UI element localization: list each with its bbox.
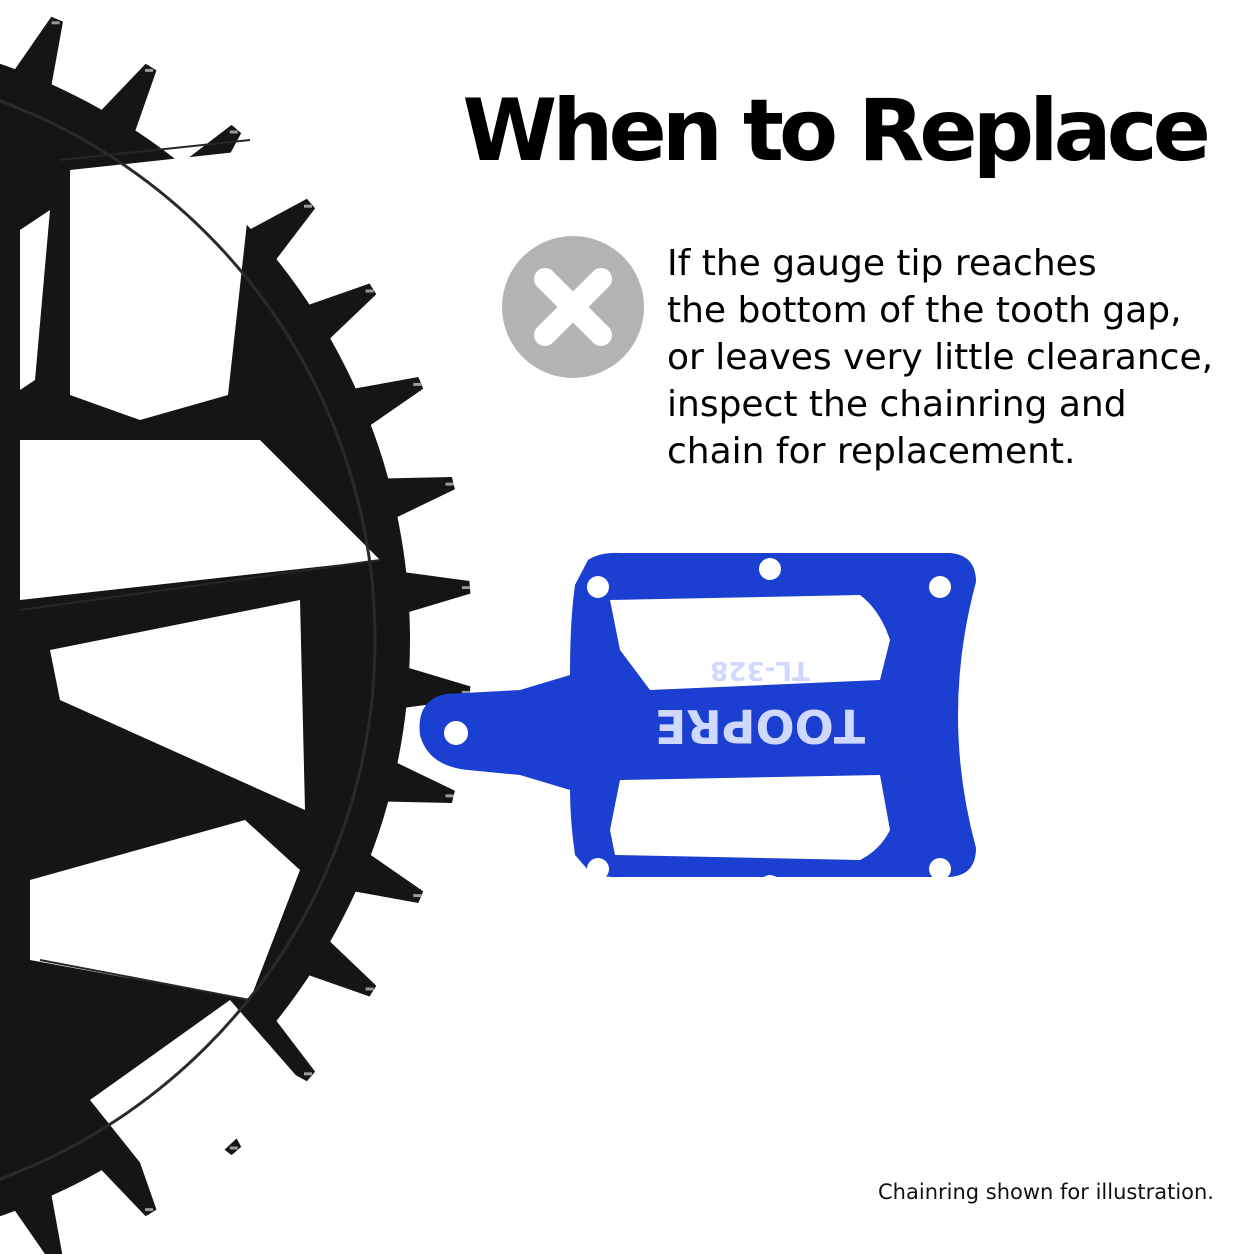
chainring-tooth — [12, 1190, 63, 1254]
chainring-tooth — [350, 852, 424, 903]
chainring-tooth — [12, 16, 64, 90]
gauge-brand: TOOPRE — [655, 699, 865, 753]
chainring-tooth — [383, 477, 455, 520]
instruction-line: the bottom of the tooth gap, — [667, 290, 1182, 331]
chainring-tooth — [98, 1144, 157, 1217]
chainring-tooth — [246, 1016, 316, 1082]
headline: When to Replace — [462, 81, 1211, 181]
instruction-line: chain for replacement. — [667, 431, 1076, 472]
instruction-line: or leaves very little clearance, — [667, 337, 1214, 378]
chainring-tooth — [176, 1086, 242, 1156]
replacement-instruction: If the gauge tip reaches the bottom of t… — [667, 240, 1247, 475]
x-mark-icon — [502, 236, 644, 378]
chainring-tooth — [350, 377, 424, 428]
chainring-tooth — [98, 63, 157, 136]
chainring-tooth — [383, 760, 455, 803]
instruction-line: inspect the chainring and — [667, 384, 1127, 425]
chainring-tooth — [304, 938, 377, 997]
gauge-model: TL-328 — [710, 655, 809, 685]
chainring-tooth — [401, 571, 471, 614]
chainring — [0, 16, 471, 1254]
chainring-tooth — [246, 198, 316, 264]
chain-wear-gauge: TOOPRE TL-328 — [419, 552, 976, 897]
instruction-line: If the gauge tip reaches — [667, 243, 1097, 284]
chainring-tooth — [304, 283, 377, 342]
illustration-footnote: Chainring shown for illustration. — [878, 1180, 1214, 1204]
